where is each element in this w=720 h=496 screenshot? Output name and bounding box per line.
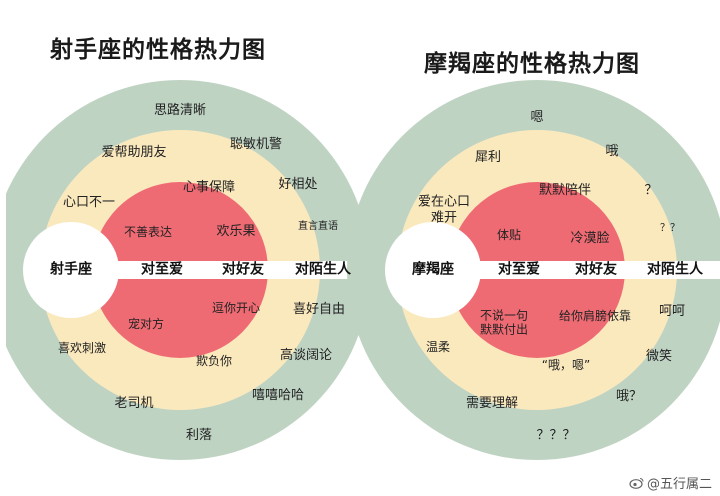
right-inner-trait: 爱在心口 难开	[417, 194, 471, 225]
right-outer-trait: 微笑	[645, 349, 673, 365]
right-outer-trait: 呵呵	[658, 304, 686, 320]
right-outer-trait: ？？？	[536, 428, 576, 444]
right-axis-friend: 对好友	[575, 261, 617, 278]
left-middle-trait: 逗你开心	[211, 300, 261, 315]
left-middle-trait: 欢乐果	[216, 224, 256, 240]
left-inner-trait: 心口不一	[62, 195, 116, 211]
left-wheel	[0, 80, 371, 460]
left-outer-trait: 高谈阔论	[279, 348, 333, 364]
left-title: 射手座的性格热力图	[50, 37, 266, 63]
right-inner-trait: 不说一句 默默付出	[479, 308, 529, 337]
left-inner-trait: 喜欢刺激	[57, 340, 107, 355]
left-axis-love: 对至爱	[141, 261, 183, 278]
right-middle-trait: 需要理解	[465, 396, 519, 412]
right-outer-trait: 哦	[605, 144, 619, 160]
right-middle-trait: 犀利	[474, 150, 502, 166]
right-wheel	[347, 80, 720, 460]
left-axis-band	[71, 261, 371, 279]
right-outer-trait: ？	[644, 183, 658, 199]
right-outer-trait: ？？	[660, 223, 680, 234]
right-inner-trait: 温柔	[425, 339, 451, 354]
left-inner-trait: 宠对方	[127, 316, 165, 331]
right-title: 摩羯座的性格热力图	[424, 51, 640, 77]
right-middle-trait: 冷漠脸	[570, 231, 610, 247]
left-axis-friend: 对好友	[222, 261, 264, 278]
right-middle-trait: “哦，嗯”	[541, 357, 591, 372]
weibo-icon	[629, 477, 644, 489]
watermark: @五行属二	[629, 473, 712, 492]
left-middle-trait: 老司机	[114, 396, 154, 412]
left-inner-trait: 不善表达	[123, 224, 173, 239]
left-outer-trait: 好相处	[278, 177, 318, 193]
left-middle-trait: 心事保障	[182, 180, 236, 196]
right-center-label: 摩羯座	[412, 261, 454, 278]
left-axis-stranger: 对陌生人	[295, 261, 351, 278]
left-edge-mask	[0, 70, 6, 496]
left-center-label: 射手座	[50, 261, 92, 278]
watermark-text: @五行属二	[646, 477, 712, 492]
right-outer-trait: 嗯	[530, 110, 544, 126]
right-outer-trait: 哦？	[615, 389, 643, 405]
right-inner-trait: 体贴	[496, 227, 522, 242]
left-outer-trait: 思路清晰	[153, 103, 207, 119]
left-middle-trait: 爱帮助朋友	[101, 145, 167, 161]
right-middle-trait: 给你肩膀依靠	[558, 308, 632, 323]
left-outer-trait: 喜好自由	[292, 302, 346, 318]
top-mask	[0, 0, 720, 70]
left-outer-trait: 聪敏机警	[229, 137, 283, 153]
left-outer-trait: 利落	[185, 428, 213, 444]
left-outer-trait: 嘻嘻哈哈	[251, 388, 305, 404]
right-axis-band	[433, 261, 720, 279]
left-outer-trait: 直言直语	[298, 221, 338, 232]
right-axis-stranger: 对陌生人	[647, 261, 703, 278]
right-axis-love: 对至爱	[498, 261, 540, 278]
left-middle-trait: 欺负你	[195, 353, 233, 368]
right-middle-trait: 默默陪伴	[538, 183, 592, 199]
